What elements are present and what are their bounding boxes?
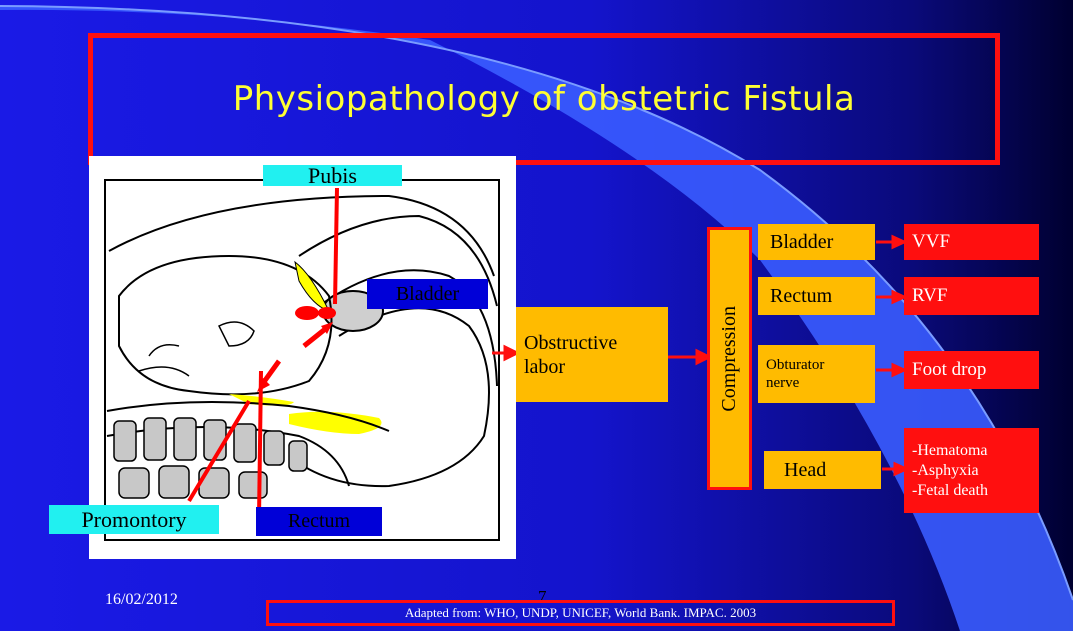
compression-text: Compression — [718, 306, 741, 412]
organ-head: Head — [784, 459, 826, 482]
outcome-foot-drop-box: Foot drop — [904, 351, 1039, 389]
outcome-rvf-box: RVF — [904, 277, 1039, 315]
source-citation: Adapted from: WHO, UNDP, UNICEF, World B… — [266, 600, 895, 626]
organ-obturator-nerve: Obturator nerve — [766, 356, 836, 392]
outcome-asphyxia: -Asphyxia — [912, 461, 988, 481]
outcome-fetal-box: -Hematoma -Asphyxia -Fetal death — [904, 428, 1039, 513]
organ-obturator-box: Obturator nerve — [758, 345, 875, 403]
organ-rectum: Rectum — [770, 285, 832, 308]
organ-rectum-box: Rectum — [758, 277, 875, 315]
slide-date: 16/02/2012 — [105, 591, 178, 609]
compression-box: Compression — [707, 227, 752, 490]
outcome-rvf: RVF — [912, 285, 947, 307]
outcome-hematoma: -Hematoma — [912, 441, 988, 461]
obstructive-labor-box: Obstructive labor — [516, 307, 668, 402]
outcome-fetal-death: -Fetal death — [912, 481, 988, 501]
source-citation-text: Adapted from: WHO, UNDP, UNICEF, World B… — [405, 605, 756, 621]
outcome-vvf: VVF — [912, 231, 950, 253]
organ-head-box: Head — [764, 451, 881, 489]
obstructive-labor-text: Obstructive labor — [524, 331, 654, 379]
organ-bladder-box: Bladder — [758, 224, 875, 260]
organ-bladder: Bladder — [770, 231, 833, 254]
outcome-vvf-box: VVF — [904, 224, 1039, 260]
outcome-foot-drop: Foot drop — [912, 359, 986, 381]
